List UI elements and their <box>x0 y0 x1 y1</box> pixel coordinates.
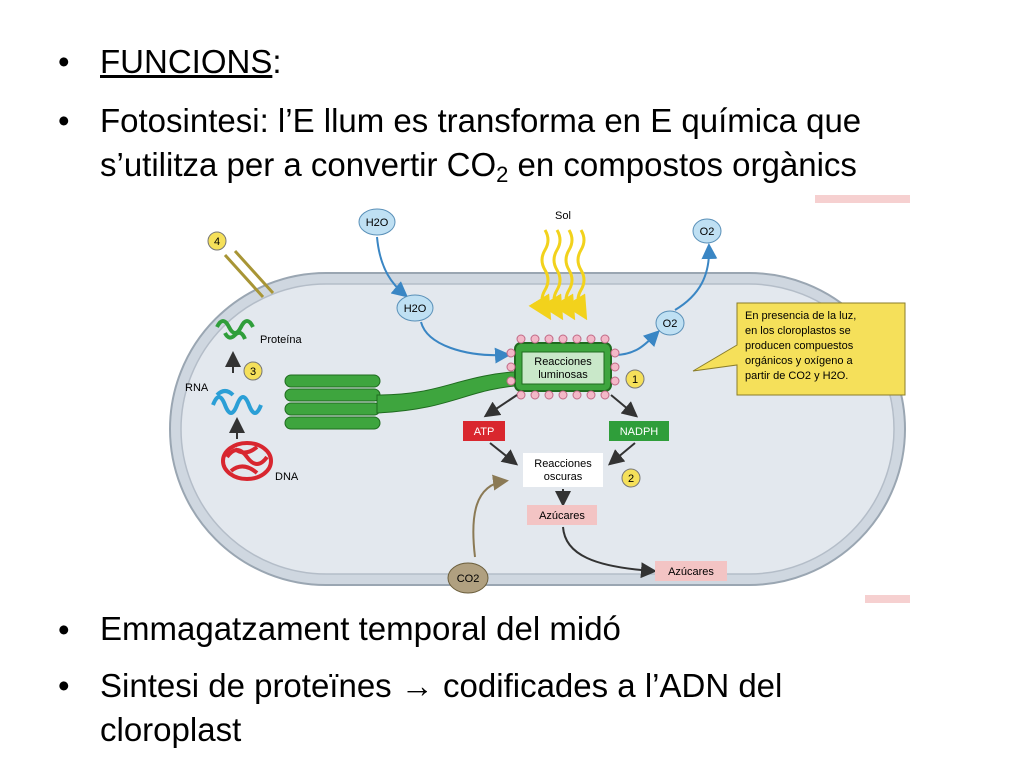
arrow-icon: → <box>400 667 434 704</box>
bullet-emmagatzament: Emmagatzament temporal del midó <box>100 610 621 647</box>
co2-arrow <box>472 474 509 558</box>
co2-subscript: 2 <box>496 162 509 187</box>
o2-mid-bubble <box>655 310 685 336</box>
fotosintesi-line2-post: en compostos orgànics <box>508 146 857 183</box>
arrow-sugar-out <box>562 526 657 579</box>
bullet-marker: • <box>58 667 70 704</box>
rna-label: RNA <box>185 382 209 394</box>
atp-box <box>463 421 505 441</box>
sugars-outside-box <box>655 561 727 581</box>
protein-icon <box>215 319 255 340</box>
svg-text:partir de CO2 y H2O.: partir de CO2 y H2O. <box>745 370 848 382</box>
arrow-nadph-to-dark <box>607 442 636 466</box>
fotosintesi-line2-pre: s’utilitza per a convertir CO <box>100 146 497 183</box>
co2-bubble <box>447 562 489 594</box>
nadph-label: NADPH <box>620 426 659 438</box>
h2o-mid-label: H2O <box>404 303 427 315</box>
o2-arrow-mid <box>614 330 660 356</box>
chloroplast-svg: 4 H2O H2O Sol O2 O2 Rea <box>169 195 910 603</box>
sugars-inside-box <box>527 505 597 525</box>
dna-icon <box>221 441 273 481</box>
light-reactions-label-1: Reacciones <box>534 356 592 368</box>
arrow-to-atp <box>483 394 518 418</box>
sintesi-line1-pre: Sintesi de proteïnes <box>100 667 401 704</box>
h2o-top-label: H2O <box>366 217 389 229</box>
chloroplast-stroma <box>180 283 895 575</box>
sintesi-line1: Sintesi de proteïnes → codificades a l’A… <box>100 664 1000 708</box>
sintesi-line1-post: codificades a l’ADN del <box>433 667 783 704</box>
arrow-4a <box>223 253 265 299</box>
step-4-badge <box>207 231 227 251</box>
o2-top-bubble <box>692 218 722 244</box>
o2-mid-label: O2 <box>663 318 678 330</box>
svg-text:En presencia de la luz,: En presencia de la luz, <box>745 310 856 322</box>
step-3-badge <box>243 361 263 381</box>
fotosintesi-line1: Fotosintesi: l’E llum es transforma en E… <box>100 102 862 139</box>
light-reactions-label-2: luminosas <box>538 369 588 381</box>
svg-text:en los cloroplastos se: en los cloroplastos se <box>745 325 851 337</box>
atp-label: ATP <box>474 426 495 438</box>
h2o-arrow-1 <box>376 236 409 298</box>
sunlight-rays <box>528 229 588 321</box>
arrow-atp-to-dark <box>489 442 519 466</box>
dark-reactions-label-1: Reacciones <box>534 458 592 470</box>
sugars-outside-label: Azúcares <box>668 566 714 578</box>
chloroplast-diagram: 4 H2O H2O Sol O2 O2 Rea <box>165 195 915 605</box>
bullet-marker: • <box>58 43 70 80</box>
funcions-heading: FUNCIONS <box>100 43 273 80</box>
bullet-marker: • <box>58 102 70 139</box>
thylakoid-stack <box>284 374 381 430</box>
dark-reactions-box <box>523 453 603 487</box>
protein-label: Proteína <box>260 334 302 346</box>
step-3-label: 3 <box>250 366 256 378</box>
light-reactions-box <box>521 351 605 385</box>
callout-text: En presencia de la luz, en los cloroplas… <box>745 310 856 382</box>
decor-bar <box>865 595 910 603</box>
nadph-box <box>609 421 669 441</box>
svg-text:producen compuestos: producen compuestos <box>745 340 854 352</box>
dna-label: DNA <box>275 471 299 483</box>
step-2-label: 2 <box>628 473 634 485</box>
h2o-mid-bubble <box>396 294 434 322</box>
step-1-badge <box>625 369 645 389</box>
rna-icon <box>211 389 263 415</box>
arrow-to-nadph <box>610 394 639 418</box>
bullet-marker: • <box>58 611 70 648</box>
sol-label: Sol <box>555 210 571 222</box>
bullet-fotosintesi: Fotosintesi: l’E llum es transforma en E… <box>100 99 1000 187</box>
dark-reactions-label-2: oscuras <box>544 471 583 483</box>
bullet-funcions: FUNCIONS: <box>100 40 1000 84</box>
sintesi-line2: cloroplast <box>100 711 242 748</box>
svg-text:orgánicos y oxígeno a: orgánicos y oxígeno a <box>745 355 854 367</box>
fotosintesi-line2: s’utilitza per a convertir CO2 en compos… <box>100 143 1000 187</box>
o2-arrow-up <box>674 243 718 311</box>
step-4-label: 4 <box>214 236 220 248</box>
step-1-label: 1 <box>632 374 638 386</box>
step-2-badge <box>621 468 641 488</box>
h2o-top-bubble <box>358 208 396 236</box>
callout-box <box>692 302 906 396</box>
bullet-sintesi: Sintesi de proteïnes → codificades a l’A… <box>100 664 1000 752</box>
h2o-arrow-2 <box>420 321 511 364</box>
decor-bar <box>815 195 910 203</box>
co2-label: CO2 <box>457 573 480 585</box>
sugars-inside-label: Azúcares <box>539 510 585 522</box>
o2-top-label: O2 <box>700 226 715 238</box>
funcions-colon: : <box>272 43 282 80</box>
arrow-4b <box>233 249 275 295</box>
